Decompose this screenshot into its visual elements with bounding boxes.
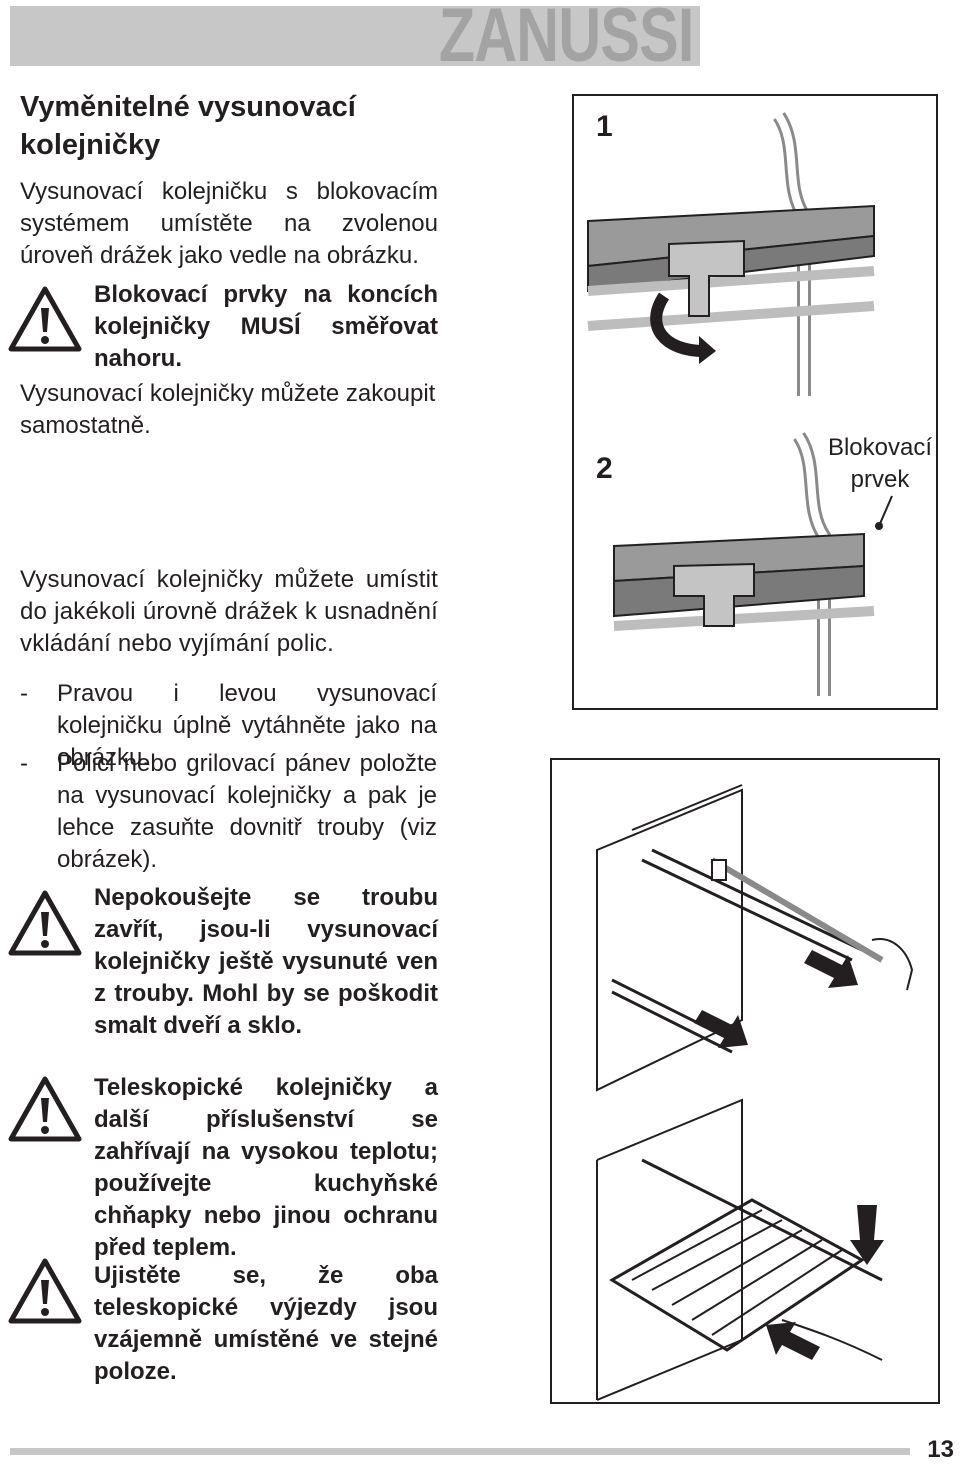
oven-illustration: [596, 784, 914, 1401]
locking-element-label: Blokovací prvek: [827, 434, 933, 493]
rail-illustration: [587, 112, 893, 696]
bullet-text-1: Pravou i levou vysunovací kolejničku úpl…: [57, 680, 437, 771]
warning-text-1: Blokovací prvky na koncích kolejničky MU…: [94, 281, 438, 372]
paragraph-intro: Vysunovací kolejničku s blokovacím systé…: [20, 178, 438, 269]
bullet-text-2: Polici nebo grilovací pánev položte na v…: [57, 750, 437, 873]
warning-triangle-icon: [8, 890, 82, 956]
header-bar: ZANUSSI: [10, 0, 700, 74]
paragraph-purchase: Vysunovací kolejničky můžete zakoupit sa…: [20, 380, 436, 439]
bullet-dash: -: [20, 680, 28, 707]
warning-text-2: Nepokoušejte se troubu zavřít, jsou-li v…: [94, 884, 438, 1039]
step-number-2: 2: [596, 452, 613, 485]
warning-triangle-icon: [8, 286, 82, 352]
brand-logo: ZANUSSI: [439, 0, 695, 78]
warning-text-3: Teleskopické kolejničky a další přísluše…: [94, 1074, 438, 1261]
warning-triangle-icon: [8, 1258, 82, 1324]
figure-locking-rail: 1 2 Blokovací prvek: [572, 94, 938, 710]
footer-bar: [10, 1448, 910, 1455]
bullet-dash: -: [20, 750, 28, 777]
page-number: 13: [927, 1436, 954, 1463]
paragraph-levels: Vysunovací kolejničky můžete umístit do …: [20, 566, 438, 657]
figure-oven-shelf: [550, 758, 940, 1404]
warning-text-4: Ujistěte se, že oba teleskopické výjezdy…: [94, 1262, 438, 1385]
warning-triangle-icon: [8, 1076, 82, 1142]
step-number-1: 1: [596, 110, 613, 143]
section-title: Vyměnitelné vysunovací kolejničky: [20, 91, 356, 161]
